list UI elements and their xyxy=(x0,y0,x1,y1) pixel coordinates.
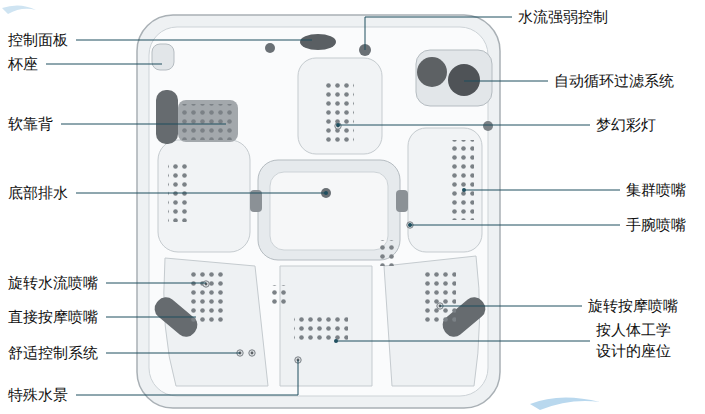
jet-cluster xyxy=(188,272,224,326)
rotating-jet xyxy=(203,281,209,287)
tub-shell xyxy=(137,15,500,408)
leader-dot xyxy=(462,188,466,192)
seat xyxy=(298,58,382,154)
leader-lines xyxy=(46,17,620,395)
control-panel xyxy=(300,34,336,50)
part-label: 直接按摩喷嘴 xyxy=(8,308,98,326)
light xyxy=(335,123,341,129)
step-grip xyxy=(396,190,408,212)
leader-dot xyxy=(334,339,338,343)
leader-dot xyxy=(408,223,412,227)
leader-line xyxy=(338,125,590,126)
leader-line xyxy=(76,193,326,194)
leader-line xyxy=(46,64,162,65)
part-label: 底部排水 xyxy=(8,184,68,202)
part-label: 控制面板 xyxy=(8,31,68,49)
footwell xyxy=(258,160,400,260)
part-label: 手腕喷嘴 xyxy=(626,216,686,234)
filter-canister xyxy=(448,64,480,96)
jet-cluster xyxy=(326,80,354,144)
part-label: 水流强弱控制 xyxy=(518,8,608,26)
part-label: 梦幻彩灯 xyxy=(596,116,656,134)
filter-deck xyxy=(416,50,492,106)
leader-line xyxy=(410,225,620,226)
jet-cluster xyxy=(294,314,348,342)
leader-line xyxy=(76,40,312,41)
leader-line xyxy=(61,124,226,125)
leader-dots xyxy=(324,123,466,343)
seat xyxy=(158,140,250,252)
jet-cluster xyxy=(182,104,236,140)
jet-cluster xyxy=(452,140,474,220)
leader-line xyxy=(76,360,298,395)
jet-cluster xyxy=(424,272,456,322)
pillow xyxy=(156,90,178,144)
leader-line xyxy=(464,81,548,82)
soft-backrest xyxy=(178,100,238,142)
flow-valve xyxy=(483,121,493,131)
part-label: 旋转按摩喷嘴 xyxy=(588,297,678,315)
leader-line xyxy=(464,190,620,191)
leader-line xyxy=(106,317,196,318)
jet-cluster xyxy=(168,160,188,222)
water-splash xyxy=(530,397,600,410)
leader-dot xyxy=(324,191,328,195)
part-label: 集群喷嘴 xyxy=(626,181,686,199)
footwell-floor xyxy=(270,172,388,250)
jet-cluster xyxy=(380,240,398,266)
cup-holder xyxy=(152,44,174,70)
leader-line xyxy=(440,306,582,307)
jet-cluster xyxy=(270,285,288,305)
flow-valve xyxy=(265,43,275,53)
leader-line xyxy=(336,341,590,342)
leader-dot xyxy=(336,123,340,127)
leader-line xyxy=(106,283,206,284)
filter-canister xyxy=(417,57,447,87)
part-label: 杯座 xyxy=(8,55,38,73)
part-label: 自动循环过滤系统 xyxy=(554,72,674,90)
part-label: 按人体工学 设计的座位 xyxy=(596,320,676,362)
comfort-control xyxy=(249,350,255,356)
water-splash xyxy=(2,5,36,14)
leader-line xyxy=(106,353,240,354)
seat xyxy=(280,266,372,386)
part-label: 特殊水景 xyxy=(8,386,68,404)
part-label: 旋转水流喷嘴 xyxy=(8,274,98,292)
part-label: 舒适控制系统 xyxy=(8,344,98,362)
part-label: 软靠背 xyxy=(8,115,53,133)
leader-line xyxy=(365,17,512,50)
